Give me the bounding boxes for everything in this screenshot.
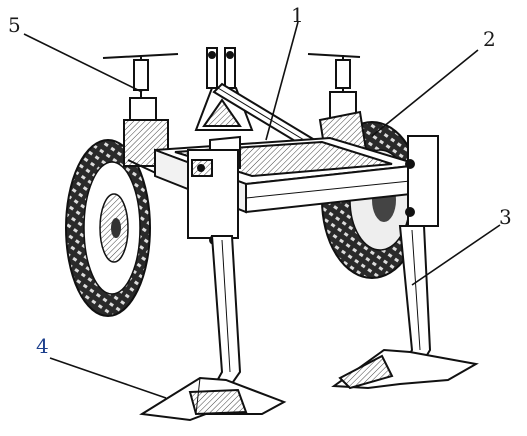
right-sweep-share bbox=[331, 348, 479, 390]
right-shank bbox=[398, 135, 439, 372]
leader-4 bbox=[49, 357, 167, 399]
leader-5 bbox=[23, 33, 143, 93]
callout-4: 4 bbox=[36, 334, 49, 358]
left-wheel bbox=[65, 139, 151, 317]
hitch-tower bbox=[194, 47, 254, 131]
callout-leaders bbox=[23, 21, 501, 399]
callout-5: 5 bbox=[8, 13, 21, 37]
callout-1: 1 bbox=[291, 3, 304, 27]
callout-2: 2 bbox=[483, 27, 496, 51]
leader-2 bbox=[371, 49, 479, 137]
leader-1 bbox=[265, 21, 299, 141]
leader-3 bbox=[411, 224, 501, 286]
left-shank bbox=[187, 149, 242, 394]
left-sweep-share bbox=[139, 376, 287, 422]
callout-labels: 1 2 3 4 5 bbox=[8, 3, 512, 358]
callout-3: 3 bbox=[499, 205, 512, 229]
